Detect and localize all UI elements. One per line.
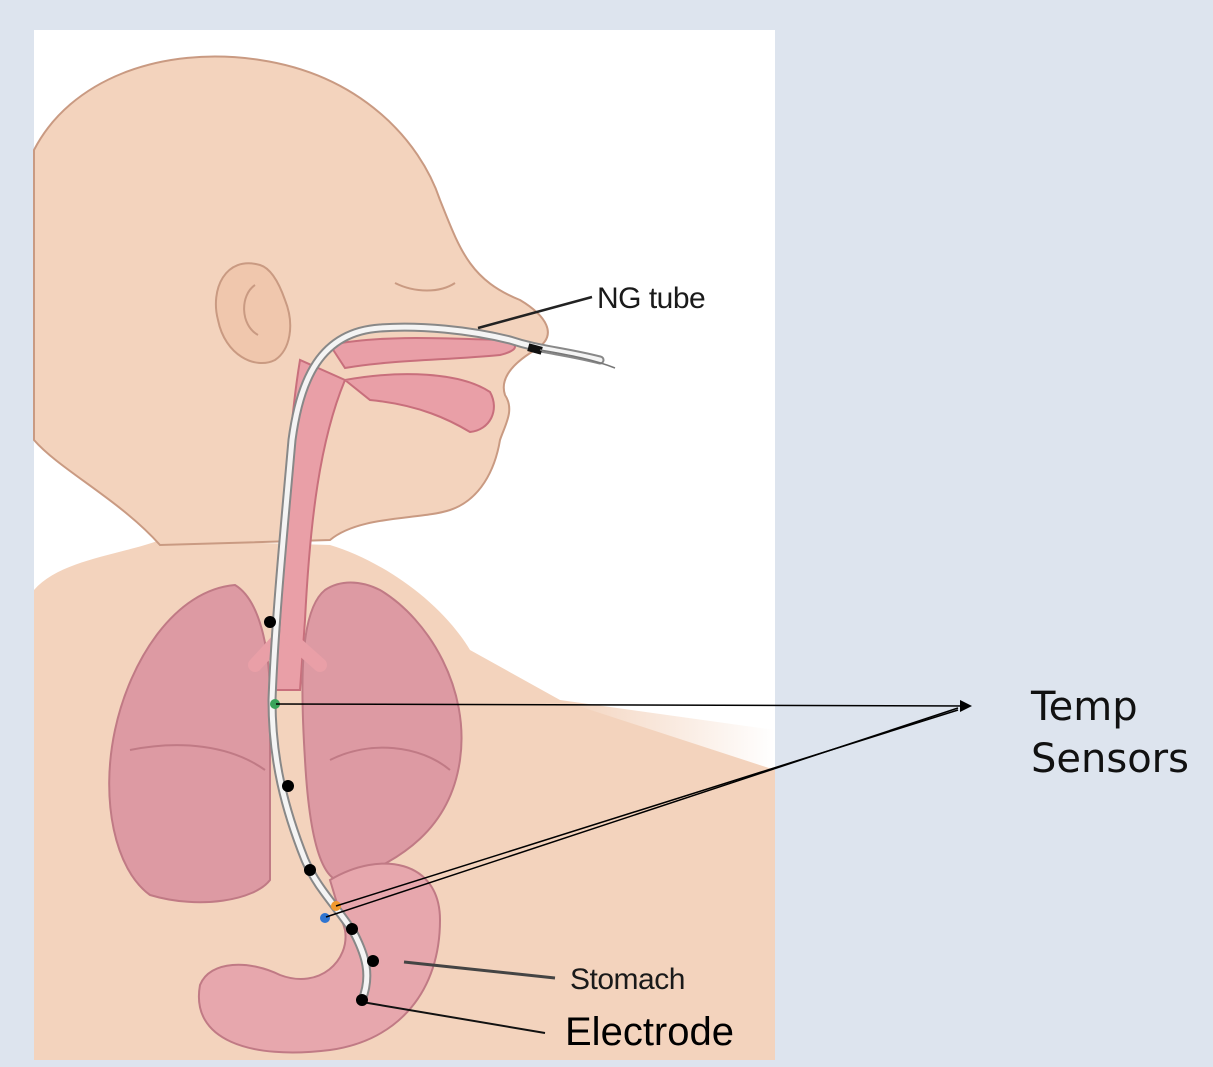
stomach-label: Stomach (570, 963, 685, 997)
electrode-dot (304, 864, 316, 876)
electrode-dot (356, 994, 368, 1006)
electrode-label: Electrode (565, 1010, 734, 1055)
electrode-dot (367, 955, 379, 967)
temp-sensors-label: Temp Sensors (1031, 681, 1189, 785)
temp-label-line1: Temp (1031, 681, 1189, 733)
electrode-dot (346, 923, 358, 935)
ng-tube-label: NG tube (597, 282, 705, 316)
temp-label-line2: Sensors (1031, 733, 1189, 785)
electrode-dot (264, 616, 276, 628)
electrode-dot (282, 780, 294, 792)
temp-sensor-blue (320, 913, 330, 923)
